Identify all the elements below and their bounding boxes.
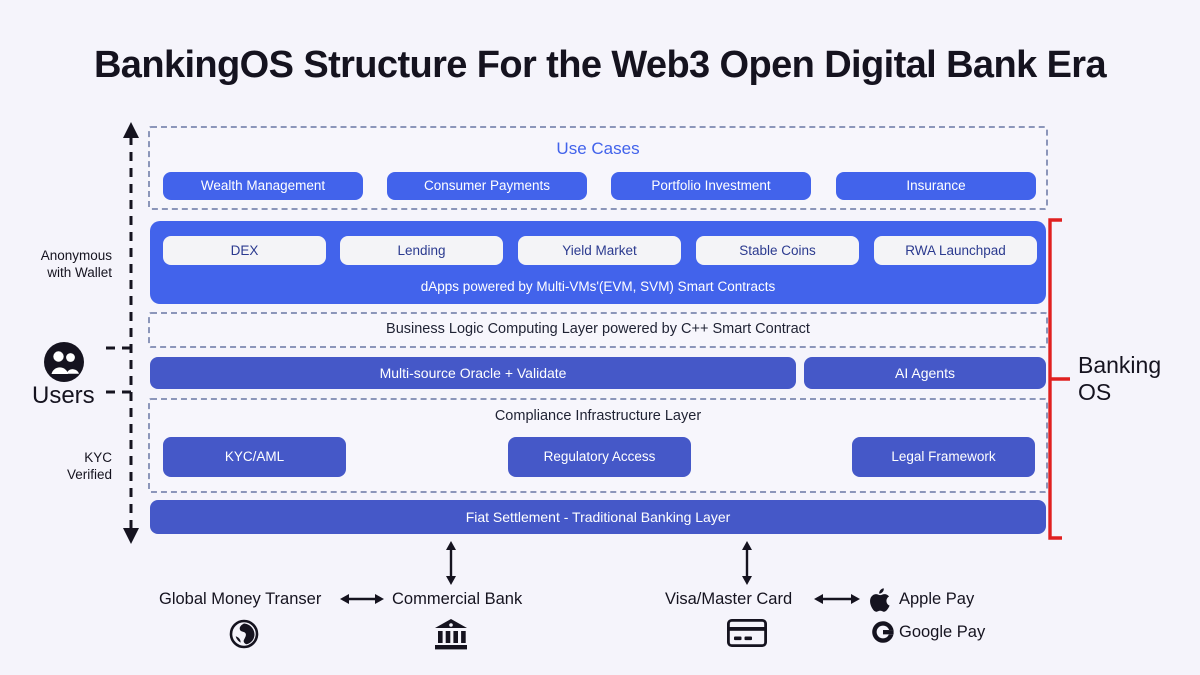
commercial-bank-label: Commercial Bank <box>392 590 523 608</box>
visa-master-card-label: Visa/Master Card <box>665 590 793 608</box>
bank-icon <box>435 619 467 650</box>
users-label: Users <box>32 382 95 409</box>
dapp-rwa-launchpad[interactable]: RWA Launchpad <box>874 236 1037 265</box>
left-label-anonymous: Anonymous with Wallet <box>0 248 112 282</box>
page-title: BankingOS Structure For the Web3 Open Di… <box>93 44 1107 86</box>
google-pay-label: Google Pay <box>899 623 986 641</box>
dapp-lending[interactable]: Lending <box>340 236 503 265</box>
globe-icon <box>229 619 259 649</box>
ai-agents-block[interactable]: AI Agents <box>804 357 1046 389</box>
left-label-anonymous-line1: Anonymous <box>40 248 112 263</box>
dapp-label: Stable Coins <box>739 242 816 258</box>
banking-os-label: Banking OS <box>1078 352 1161 406</box>
use-case-wealth-management[interactable]: Wealth Management <box>163 172 363 200</box>
left-label-kyc-verified: KYC Verified <box>0 450 112 484</box>
banking-os-bracket <box>1048 218 1070 540</box>
fiat-to-card-arrow <box>742 541 752 585</box>
use-case-label: Insurance <box>906 178 966 194</box>
compliance-label: Regulatory Access <box>543 449 656 465</box>
left-label-kyc-line1: KYC <box>84 450 112 465</box>
dapp-stable-coins[interactable]: Stable Coins <box>696 236 859 265</box>
compliance-regulatory-access[interactable]: Regulatory Access <box>508 437 691 477</box>
use-case-insurance[interactable]: Insurance <box>836 172 1036 200</box>
compliance-caption: Compliance Infrastructure Layer <box>494 408 702 424</box>
use-case-label: Consumer Payments <box>423 178 551 194</box>
dapp-label: Yield Market <box>562 242 637 258</box>
left-label-kyc-line2: Verified <box>66 466 112 482</box>
use-case-consumer-payments[interactable]: Consumer Payments <box>387 172 587 200</box>
oracle-validate-block[interactable]: Multi-source Oracle + Validate <box>150 357 796 389</box>
left-label-anonymous-line2: with Wallet <box>47 264 112 280</box>
oracle-validate-label: Multi-source Oracle + Validate <box>379 365 567 381</box>
dapp-label: RWA Launchpad <box>905 242 1006 258</box>
banking-os-label-line1: Banking <box>1078 352 1162 378</box>
left-axis-arrow <box>104 122 139 544</box>
business-logic-caption: Business Logic Computing Layer powered b… <box>386 321 810 337</box>
use-case-label: Portfolio Investment <box>651 178 771 194</box>
compliance-legal-framework[interactable]: Legal Framework <box>852 437 1035 477</box>
compliance-kyc-aml[interactable]: KYC/AML <box>163 437 346 477</box>
use-cases-caption: Use Cases <box>556 139 640 158</box>
use-case-portfolio-investment[interactable]: Portfolio Investment <box>611 172 811 200</box>
fiat-settlement-label: Fiat Settlement - Traditional Banking La… <box>465 509 731 525</box>
credit-card-icon <box>726 618 768 648</box>
compliance-label: Legal Framework <box>891 449 996 465</box>
dapp-label: DEX <box>230 242 259 258</box>
compliance-label: KYC/AML <box>224 449 285 465</box>
dapp-label: Lending <box>397 242 446 258</box>
use-case-label: Wealth Management <box>200 178 326 194</box>
business-logic-section <box>148 312 1048 348</box>
fiat-to-bank-arrow <box>446 541 456 585</box>
card-wallet-link-arrow <box>814 594 860 604</box>
fiat-settlement-bar[interactable]: Fiat Settlement - Traditional Banking La… <box>150 500 1046 534</box>
google-icon <box>872 621 894 643</box>
banking-os-label-line2: OS <box>1078 379 1112 406</box>
dapp-yield-market[interactable]: Yield Market <box>518 236 681 265</box>
global-money-transfer-label: Global Money Transer <box>159 590 322 608</box>
apple-pay-label: Apple Pay <box>899 590 975 608</box>
dapp-dex[interactable]: DEX <box>163 236 326 265</box>
apple-icon <box>870 588 890 612</box>
users-icon <box>44 342 84 382</box>
dapps-caption: dApps powered by Multi-VMs'(EVM, SVM) Sm… <box>420 279 776 294</box>
ai-agents-label: AI Agents <box>895 365 955 381</box>
global-bank-link-arrow <box>340 594 384 604</box>
